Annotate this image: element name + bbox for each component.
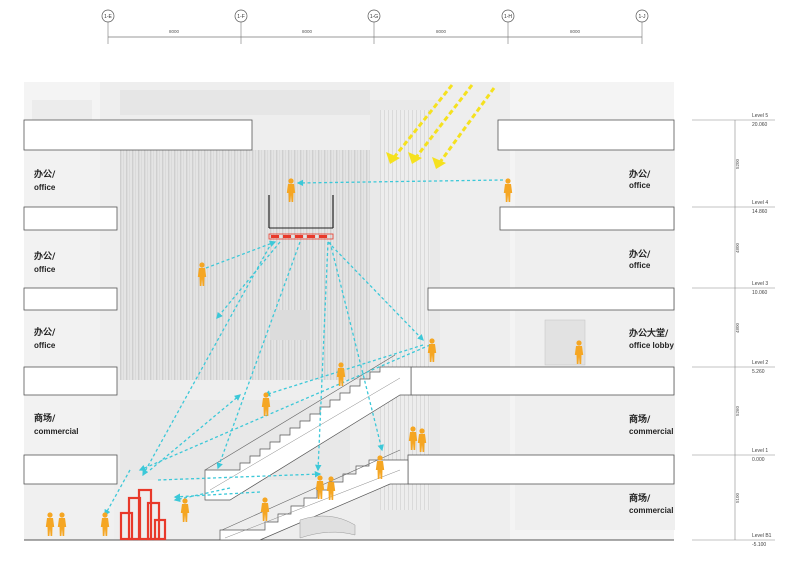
grid-dimension: 8000 [302, 29, 313, 34]
zone-label-right-level-b1: 商场/ commercial [629, 492, 673, 515]
level-marker-level-3: Level 3 10.060 [692, 281, 775, 296]
slab-left-level-2 [23, 366, 118, 396]
grid-dimension: 8000 [570, 29, 581, 34]
level-name: Level 1 [752, 448, 768, 454]
grid-axis-1-E: 1-E [101, 9, 115, 44]
sunlight-rays [386, 84, 496, 169]
grid-dimension: 8000 [436, 29, 447, 34]
zone-label-cn: 办公大堂/ [629, 327, 669, 339]
grid-axis-label: 1-H [504, 14, 512, 20]
level-name: Level 3 [752, 281, 768, 287]
zone-label-left-level-2: 办公/ office [34, 326, 56, 350]
grid-axis-label: 1-G [370, 14, 378, 20]
level-name: Level 2 [752, 360, 768, 366]
zone-label-en: office [629, 181, 651, 190]
grid-axis-header: 1-E 1-F 1-G 1-H 1-J 8000 8000 8000 8000 [101, 9, 649, 44]
zone-label-en: office lobby [629, 341, 674, 350]
level-elevation: 14.860 [752, 209, 768, 215]
zone-label-en: office [34, 183, 56, 192]
level-dimension: 5260 [735, 405, 740, 416]
level-elevation: 5.260 [752, 369, 765, 375]
red-bar-sculpture [119, 488, 167, 541]
level-elevation: 10.060 [752, 290, 768, 296]
level-elevation: 0.000 [752, 457, 765, 463]
level-elevation: -5.100 [752, 542, 766, 548]
zone-label-left-level-4: 办公/ office [34, 168, 56, 192]
escalator-upper [204, 354, 412, 501]
zone-label-right-level-4: 办公/ office [629, 168, 651, 190]
zone-label-left-level-1: 商场/ commercial [34, 412, 78, 436]
zone-label-en: commercial [629, 427, 673, 436]
grid-axis-1-H: 1-H [501, 9, 515, 44]
zone-label-right-level-3: 办公/ office [629, 248, 651, 270]
zone-label-cn: 办公/ [629, 248, 651, 260]
zone-label-en: office [34, 265, 56, 274]
grid-axis-1-F: 1-F [234, 9, 248, 44]
zone-label-cn: 商场/ [629, 413, 651, 425]
level-marker-level-4: Level 4 14.860 [692, 200, 775, 215]
level-dimension: 5200 [735, 158, 740, 169]
slab-left-level-4 [23, 206, 118, 231]
level-marker-level-2: Level 2 5.260 [692, 360, 775, 375]
zone-label-cn: 办公/ [34, 168, 56, 180]
zone-label-cn: 商场/ [629, 492, 651, 504]
grid-axis-label: 1-J [639, 14, 646, 20]
grid-axis-label: 1-E [104, 14, 112, 20]
level-name: Level 5 [752, 113, 768, 119]
slab-right-level-5 [497, 119, 675, 151]
grid-axis-1-J: 1-J [635, 9, 649, 44]
zone-label-right-level-1-upper: 商场/ commercial [629, 413, 673, 436]
grid-dimension: 8000 [169, 29, 180, 34]
zone-label-en: office [34, 341, 56, 350]
sight-lines [104, 179, 504, 517]
zone-labels-right: 办公/ office 办公/ office 办公大堂/ office lobby… [629, 168, 674, 515]
zone-label-cn: 办公/ [34, 250, 56, 262]
slab-left-level-3 [23, 287, 118, 311]
level-dimension: 5100 [735, 492, 740, 503]
zone-label-en: office [629, 261, 651, 270]
zone-label-right-level-2: 办公大堂/ office lobby [629, 327, 674, 350]
zone-label-en: commercial [34, 427, 78, 436]
slab-right-level-3 [427, 287, 675, 311]
slab-right-level-4 [499, 206, 675, 231]
level-name: Level B1 [752, 533, 772, 539]
zone-label-cn: 商场/ [34, 412, 56, 424]
zone-labels-left: 办公/ office 办公/ office 办公/ office 商场/ com… [34, 168, 78, 436]
level-dimension: 4800 [735, 322, 740, 333]
slab-left-level-1 [23, 454, 118, 485]
highlight-strip [268, 233, 334, 240]
level-dimension: 4800 [735, 242, 740, 253]
slab-right-level-1 [407, 454, 675, 485]
level-name: Level 4 [752, 200, 768, 206]
zone-label-cn: 办公/ [34, 326, 56, 338]
level-marker-level-b1: Level B1 -5.100 [692, 533, 775, 548]
floor-slabs [23, 119, 675, 541]
slab-left-level-5 [23, 119, 253, 151]
level-elevation: 20.060 [752, 122, 768, 128]
level-marker-level-1: Level 1 0.000 [692, 448, 775, 463]
grid-axis-1-G: 1-G [367, 9, 381, 44]
zone-label-en: commercial [629, 506, 673, 515]
level-marker-level-5: Level 5 20.060 [692, 113, 775, 128]
suspended-balcony [268, 195, 334, 240]
zone-label-cn: 办公/ [629, 168, 651, 180]
grid-axis-label: 1-F [237, 14, 245, 20]
zone-label-left-level-3: 办公/ office [34, 250, 56, 274]
slab-right-level-2 [410, 366, 675, 396]
level-markers: Level 5 20.060 Level 4 14.860 Level 3 10… [692, 113, 775, 548]
